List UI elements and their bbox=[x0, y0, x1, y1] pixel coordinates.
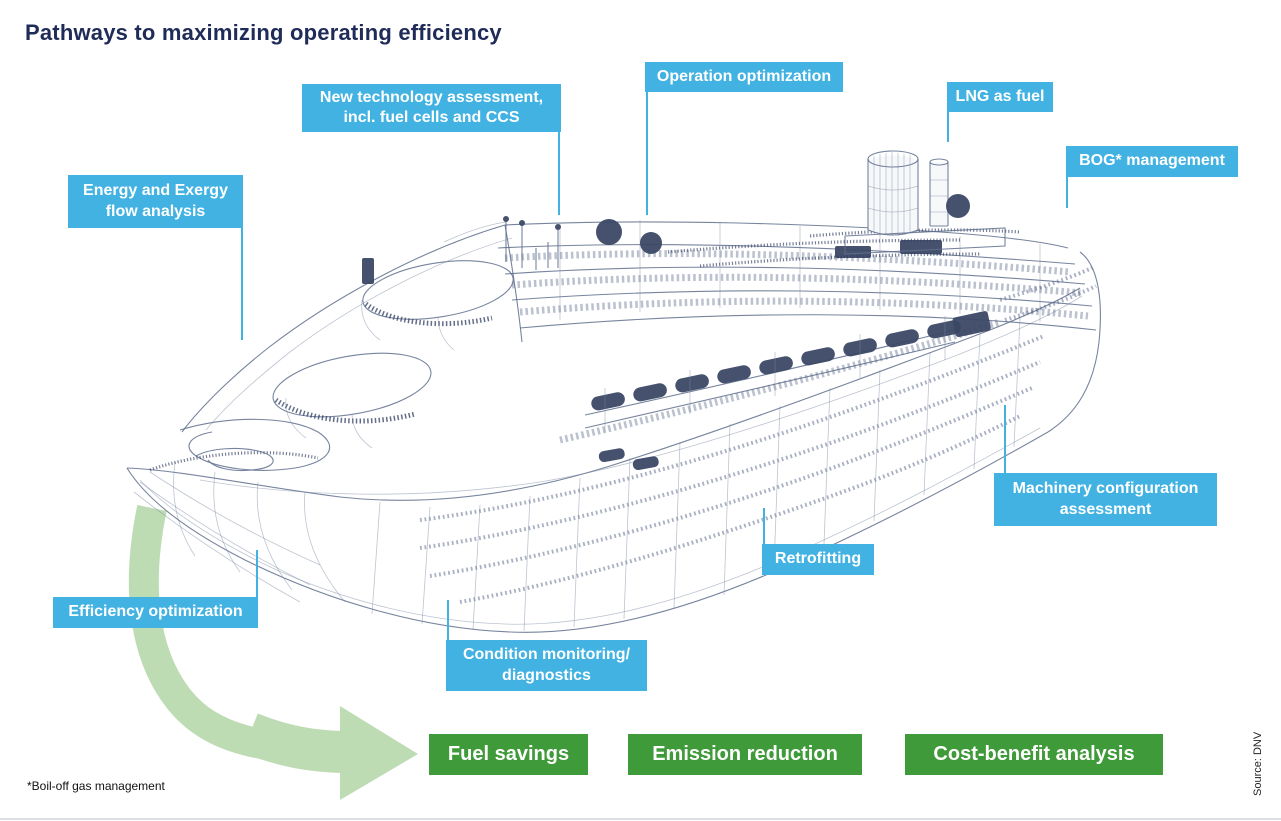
leader-line-operation bbox=[646, 92, 648, 215]
page-title: Pathways to maximizing operating efficie… bbox=[25, 20, 502, 45]
leader-line-machinery bbox=[1004, 405, 1006, 473]
ship-funnel bbox=[596, 150, 1006, 255]
leader-line-retrofitting bbox=[763, 508, 765, 545]
callout-condition-monitoring: Condition monitoring/ diagnostics bbox=[446, 640, 647, 691]
leader-line-efficiency bbox=[256, 550, 258, 597]
callout-machinery-configuration: Machinery configuration assessment bbox=[994, 473, 1217, 526]
bottom-divider bbox=[0, 818, 1281, 820]
callout-new-technology: New technology assessment, incl. fuel ce… bbox=[302, 84, 561, 132]
ship-bow-terraces bbox=[149, 216, 561, 472]
ship-superstructure bbox=[497, 220, 1097, 444]
source-credit: Source: DNV bbox=[1252, 731, 1264, 796]
callout-lng-as-fuel: LNG as fuel bbox=[947, 82, 1053, 112]
ship-hull bbox=[126, 251, 1101, 633]
leader-line-bog bbox=[1066, 177, 1068, 208]
ship-lifeboats bbox=[584, 311, 991, 471]
callout-operation-optimization: Operation optimization bbox=[645, 62, 843, 92]
leader-line-energy-exergy bbox=[241, 228, 243, 340]
callout-efficiency-optimization: Efficiency optimization bbox=[53, 597, 258, 628]
result-cost-benefit-analysis: Cost-benefit analysis bbox=[905, 734, 1163, 775]
callout-energy-exergy: Energy and Exergy flow analysis bbox=[68, 175, 243, 228]
result-emission-reduction: Emission reduction bbox=[628, 734, 862, 775]
leader-line-condition bbox=[447, 600, 449, 640]
callout-retrofitting: Retrofitting bbox=[762, 544, 874, 575]
leader-line-lng bbox=[947, 112, 949, 142]
flow-arrow bbox=[128, 504, 418, 800]
callout-bog-management: BOG* management bbox=[1066, 146, 1238, 177]
footnote-bog: *Boil-off gas management bbox=[27, 779, 165, 793]
result-fuel-savings: Fuel savings bbox=[429, 734, 588, 775]
leader-line-new-technology bbox=[558, 132, 560, 215]
